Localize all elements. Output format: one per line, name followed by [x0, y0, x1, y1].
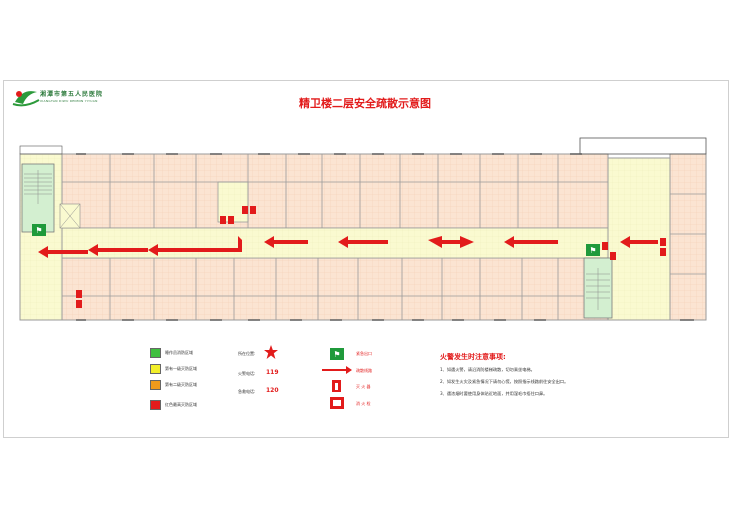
legend-swatch-red [150, 400, 161, 410]
route-arrow-icon [322, 366, 352, 374]
svg-text:⚑: ⚑ [35, 226, 42, 235]
exit-sign-west: ⚑ [32, 224, 46, 236]
hospital-logo [12, 91, 40, 107]
emergency-phone-number: 120 [266, 387, 279, 394]
exit-sign-east: ⚑ [586, 244, 600, 256]
legend-swatch-green [150, 348, 161, 358]
location-star-icon [264, 345, 278, 359]
legend-zone-yellow: 第有一级灭防区域 [165, 366, 197, 371]
legend-hydrant-label: 消 火 栓 [356, 401, 371, 406]
floor-plan: ⚑ ⚑ [19, 137, 707, 321]
svg-text:⚑: ⚑ [589, 246, 596, 255]
legend-zone-orange: 第有二级灭防区域 [165, 382, 197, 387]
emergency-phone-label: 急救电话: [238, 389, 256, 394]
notes-title: 火警发生时注意事项: [440, 353, 506, 361]
fire-equipment-markers [76, 206, 666, 308]
location-label: 所在位置: [238, 351, 256, 356]
note-item: 1、如遇火警，请沿消防楼梯疏散，切勿乘坐电梯。 [440, 367, 535, 372]
extinguisher-icon [332, 380, 341, 392]
exit-icon: ⚑ [330, 348, 344, 360]
north-rooms [61, 153, 609, 229]
fire-phone-number: 119 [266, 369, 279, 376]
svg-text:⚑: ⚑ [333, 350, 340, 359]
legend-route-label: 疏散线路 [356, 368, 372, 373]
legend-swatch-yellow [150, 364, 161, 374]
note-item: 3、遇浓烟时要使用身体贴近地面，并用湿毛巾捂住口鼻。 [440, 391, 548, 396]
legend-exit-label: 紧急出口 [356, 351, 372, 356]
map-sheet-border [3, 80, 729, 438]
legend-zone-red: 红色最高灭防区域 [165, 402, 197, 407]
hydrant-icon [330, 397, 344, 409]
legend-extinguisher-label: 灭 火 器 [356, 384, 371, 389]
note-item: 2、如发生火灾及紧急情况下请勿心慌，按照指示线路前往安全出口。 [440, 379, 569, 384]
hospital-name-en: XIANGTAN DIWU RENMIN YIYUAN [40, 99, 98, 103]
east-corridor [607, 157, 671, 321]
legend-zone-green: 睡作员消防区域 [165, 350, 193, 355]
legend-swatch-orange [150, 380, 161, 390]
hospital-name: 湘潭市第五人民医院 [40, 91, 104, 98]
south-rooms [61, 257, 609, 321]
evacuation-arrows [38, 236, 658, 258]
map-title: 精卫楼二层安全疏散示意图 [299, 97, 431, 110]
roof-outline [579, 137, 707, 155]
fire-phone-label: 火警电话: [238, 371, 256, 376]
east-rooms [669, 153, 707, 321]
